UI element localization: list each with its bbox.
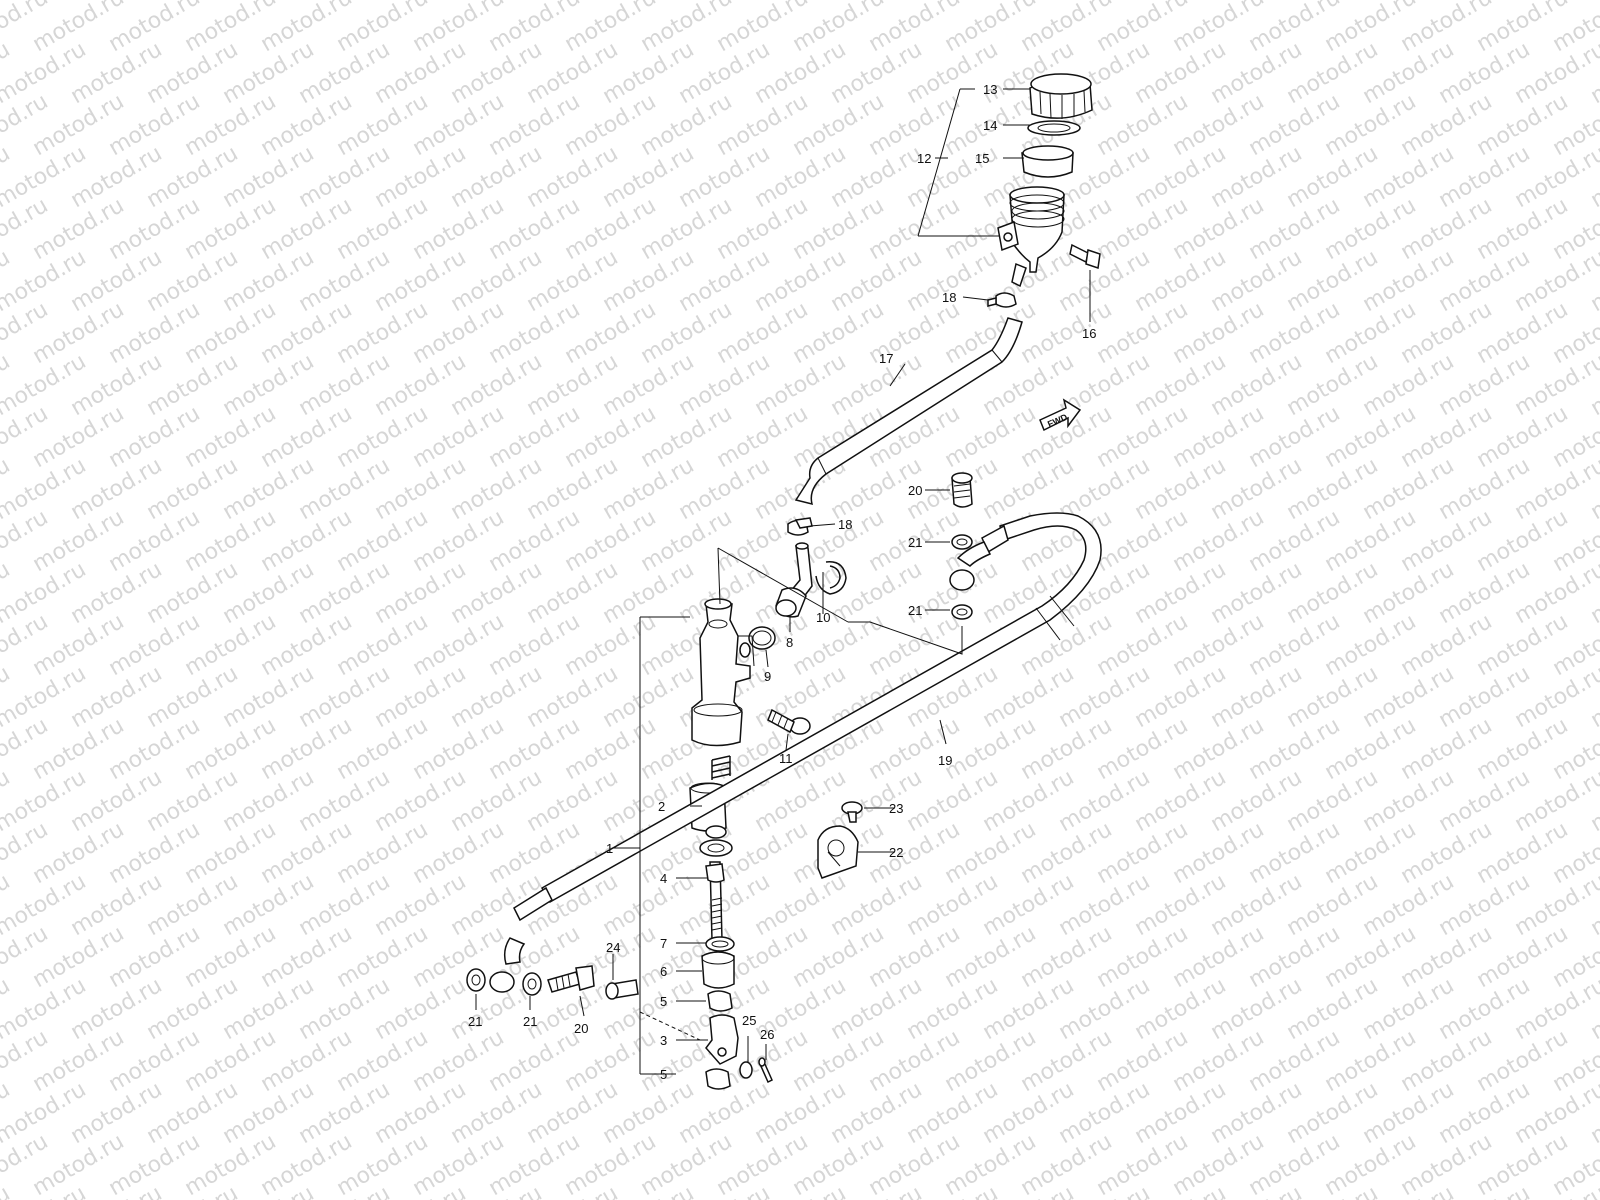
callout-2: 2 <box>658 799 665 814</box>
lock-nut-upper <box>707 990 733 1012</box>
piston-washer <box>699 839 733 857</box>
callout-9: 9 <box>764 669 771 684</box>
callout-19: 19 <box>938 753 952 768</box>
circlip <box>815 561 847 595</box>
hose-banjo-upper <box>949 569 975 591</box>
callout-3: 3 <box>660 1033 667 1048</box>
callout-20a: 20 <box>908 483 922 498</box>
brake-hose <box>503 512 1102 965</box>
piston-spring <box>711 755 731 780</box>
dust-boot <box>701 951 735 989</box>
callout-23: 23 <box>889 801 903 816</box>
callout-15: 15 <box>975 151 989 166</box>
callout-7: 7 <box>660 936 667 951</box>
callout-24: 24 <box>606 940 620 955</box>
master-cylinder-body <box>691 598 755 747</box>
washer-25 <box>739 1061 753 1079</box>
callout-14: 14 <box>983 118 997 133</box>
callout-26: 26 <box>760 1027 774 1042</box>
callout-21b: 21 <box>908 603 922 618</box>
callout-10: 10 <box>816 610 830 625</box>
callout-13: 13 <box>983 82 997 97</box>
callout-4: 4 <box>660 871 667 886</box>
cotter-pin <box>758 1057 773 1084</box>
reservoir-diaphragm-plate <box>1027 120 1081 136</box>
washer-lower-b <box>522 972 542 996</box>
o-ring <box>748 626 776 650</box>
watermark-text: motod.ru <box>0 1181 14 1200</box>
union-bolt-lower <box>547 965 595 993</box>
inlet-connector <box>775 542 813 618</box>
hose-clamp-upper <box>987 292 1017 308</box>
hose-guide <box>817 825 859 879</box>
callout-21d: 21 <box>523 1014 537 1029</box>
hose-clamp-lower <box>787 517 813 536</box>
hose-banjo-lower <box>489 971 515 993</box>
callout-11: 11 <box>779 751 793 766</box>
callout-25: 25 <box>742 1013 756 1028</box>
washer-lower-a <box>466 968 486 992</box>
reservoir-body <box>997 186 1065 288</box>
callout-labels: 1 2 3 4 5 5 6 7 8 9 10 11 12 13 14 15 16… <box>468 82 1096 1082</box>
reservoir-bolt <box>1069 243 1101 269</box>
pivot-bolt <box>605 979 639 1000</box>
reservoir-cap <box>1029 73 1093 119</box>
callout-21c: 21 <box>468 1014 482 1029</box>
callout-5a: 5 <box>660 994 667 1009</box>
union-bolt-upper <box>951 472 973 508</box>
callout-8: 8 <box>786 635 793 650</box>
lock-nut-lower <box>705 1068 731 1090</box>
callout-22: 22 <box>889 845 903 860</box>
callout-21a: 21 <box>908 535 922 550</box>
leader-lines <box>475 88 1091 1075</box>
callout-12: 12 <box>917 151 931 166</box>
reservoir-diaphragm <box>1021 145 1074 178</box>
washer-upper-a <box>951 534 973 550</box>
callout-17: 17 <box>879 351 893 366</box>
callout-1: 1 <box>606 841 613 856</box>
callout-16: 16 <box>1082 326 1096 341</box>
push-rod <box>705 861 725 941</box>
snap-ring <box>705 936 735 952</box>
callout-20b: 20 <box>574 1021 588 1036</box>
reservoir-hose <box>794 317 1023 506</box>
watermark-text: motod.ru <box>1587 0 1600 5</box>
callout-6: 6 <box>660 964 667 979</box>
callout-18a: 18 <box>942 290 956 305</box>
washer-upper-b <box>951 604 973 620</box>
callout-18b: 18 <box>838 517 852 532</box>
hose-guide-screw <box>841 801 863 823</box>
push-rod-clevis <box>705 1014 739 1065</box>
callout-5b: 5 <box>660 1067 667 1082</box>
mounting-screw <box>767 708 811 735</box>
